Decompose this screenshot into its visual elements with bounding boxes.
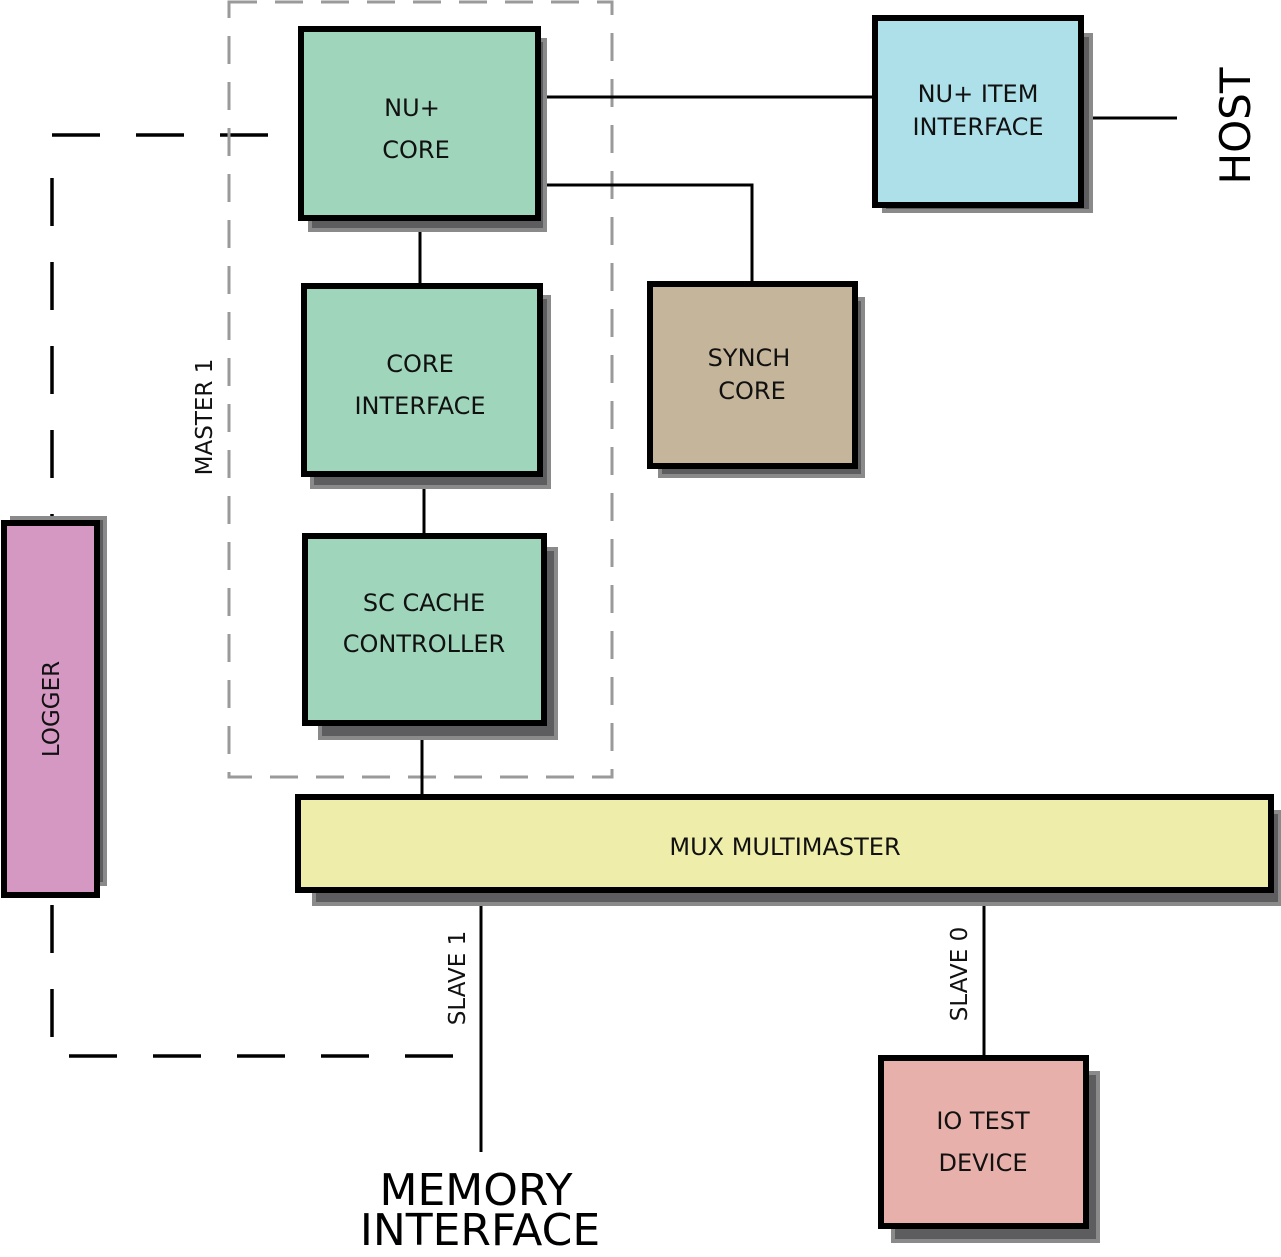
core-interface-label-1: CORE (386, 350, 454, 378)
slave-0-label: SLAVE 0 (947, 927, 973, 1021)
core-interface-label-2: INTERFACE (354, 392, 485, 420)
io-test-device-label-2: DEVICE (938, 1149, 1027, 1177)
wires (418, 95, 1177, 1152)
logger-label: LOGGER (39, 661, 65, 757)
item-interface-block: NU+ ITEM INTERFACE (872, 15, 1093, 213)
io-test-device-label-1: IO TEST (936, 1107, 1030, 1135)
synch-core-block: SYNCH CORE (647, 281, 865, 478)
synch-core-label-2: CORE (718, 377, 786, 405)
item-interface-label-1: NU+ ITEM (918, 80, 1039, 108)
memory-interface-label-1: MEMORY (380, 1165, 573, 1216)
slave-1-label: SLAVE 1 (445, 931, 471, 1025)
memory-interface-label-2: INTERFACE (360, 1205, 600, 1256)
nu-core-label-2: CORE (382, 136, 450, 164)
logger-block: LOGGER (1, 516, 107, 898)
io-test-device-block: IO TEST DEVICE (878, 1055, 1100, 1243)
wire-core-to-synch-core (538, 183, 754, 284)
nu-core-box (298, 26, 541, 221)
logger-domain-boundary (50, 133, 480, 1058)
sc-cache-label-1: SC CACHE (363, 589, 485, 617)
master-1-label: MASTER 1 (192, 359, 218, 476)
sc-cache-block: SC CACHE CONTROLLER (302, 533, 558, 740)
nu-core-block: NU+ CORE (298, 26, 547, 232)
mux-multimaster-block: MUX MULTIMASTER (295, 794, 1281, 906)
core-interface-block: CORE INTERFACE (301, 283, 551, 489)
nu-core-label-1: NU+ (384, 94, 440, 122)
core-interface-box (301, 283, 543, 477)
mux-multimaster-box (295, 794, 1274, 893)
item-interface-label-2: INTERFACE (912, 113, 1043, 141)
synch-core-label-1: SYNCH (708, 344, 791, 372)
mux-multimaster-label: MUX MULTIMASTER (669, 833, 900, 861)
synch-core-box (647, 281, 858, 469)
sc-cache-box (302, 533, 547, 726)
host-label: HOST (1211, 67, 1260, 184)
sc-cache-label-2: CONTROLLER (343, 630, 505, 658)
io-test-device-box (878, 1055, 1089, 1229)
item-interface-box (872, 15, 1084, 208)
logger-box (1, 520, 100, 898)
